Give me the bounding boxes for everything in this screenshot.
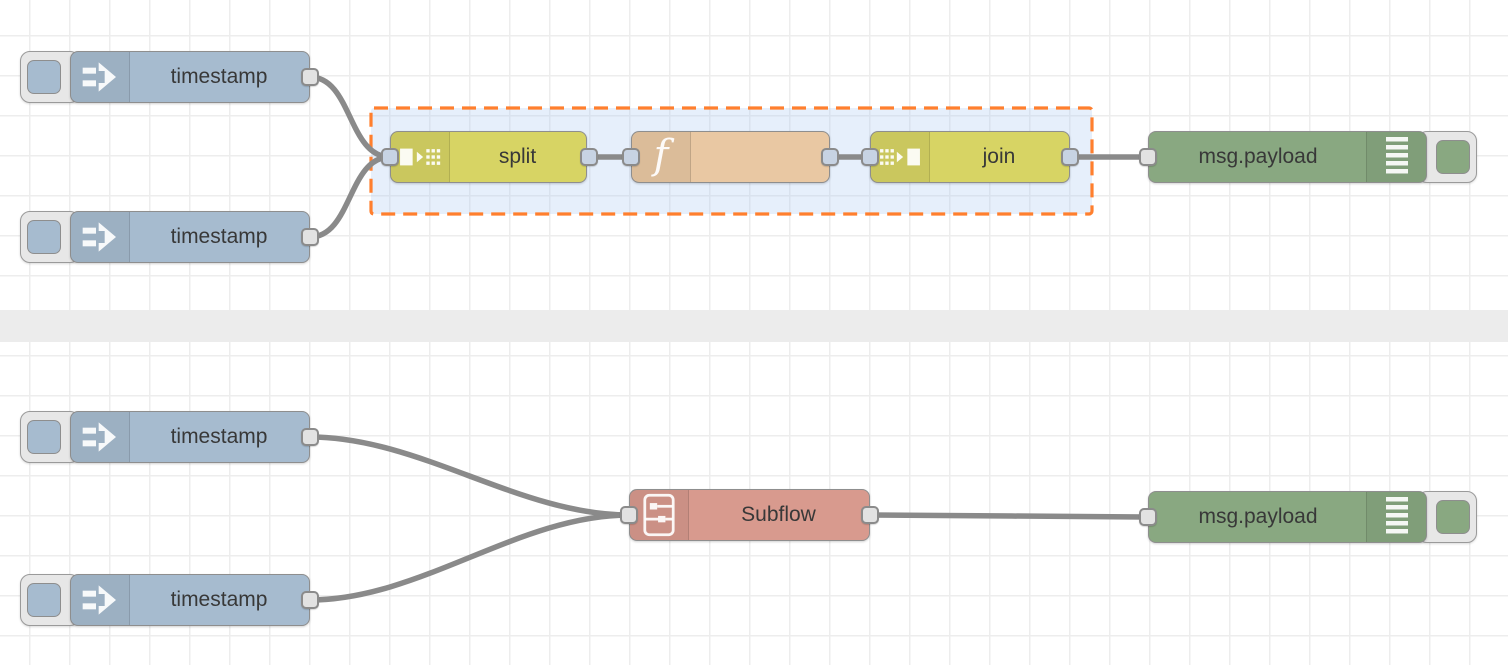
node-debug-1[interactable]: msg.payload [1148,131,1427,183]
split-icon [400,148,441,166]
inject-button-pad[interactable] [27,420,61,454]
port-in-split[interactable] [381,148,399,166]
wire-inject1-split[interactable] [307,74,393,160]
section-divider [0,310,1508,342]
debug-toggle-button[interactable] [1417,491,1477,543]
inject-button-pad[interactable] [27,583,61,617]
debug-list-icon [1385,137,1408,174]
wire-inject3-subflow[interactable] [307,434,632,518]
wire-subflow-debug2[interactable] [867,512,1151,520]
node-icon-strip: f [632,132,691,182]
node-inject-1[interactable]: timestamp [70,51,310,103]
port-out-inject1[interactable] [301,68,319,86]
node-label: join [982,145,1016,168]
port-out-split[interactable] [580,148,598,166]
port-in-join[interactable] [861,148,879,166]
subflow-icon [643,493,675,537]
inject-arrow-icon [82,62,116,92]
node-label: msg.payload [1198,505,1318,528]
node-label: split [498,145,537,168]
node-icon-strip [71,412,130,462]
node-function[interactable]: f [631,131,830,183]
debug-toggle-pad[interactable] [1436,140,1470,174]
node-subflow[interactable]: Subflow [629,489,870,541]
inject-arrow-icon [82,585,116,615]
port-out-inject2[interactable] [301,228,319,246]
node-inject-3[interactable]: timestamp [70,411,310,463]
node-icon-strip [871,132,930,182]
inject-arrow-icon [82,222,116,252]
port-out-subflow[interactable] [861,506,879,524]
function-f-icon: f [653,132,669,178]
node-split[interactable]: split [390,131,587,183]
node-join[interactable]: join [870,131,1070,183]
node-label: Subflow [741,503,816,526]
port-out-join[interactable] [1061,148,1079,166]
node-icon-strip [391,132,450,182]
node-debug-2[interactable]: msg.payload [1148,491,1427,543]
debug-toggle-button[interactable] [1417,131,1477,183]
node-label [690,132,829,182]
inject-button-pad[interactable] [27,60,61,94]
node-icon-strip [630,490,689,540]
node-label: timestamp [170,225,268,248]
node-inject-4[interactable]: timestamp [70,574,310,626]
node-icon-strip [1366,132,1426,182]
inject-arrow-icon [82,422,116,452]
port-out-function[interactable] [821,148,839,166]
wire-inject4-subflow[interactable] [307,512,632,603]
port-in-debug1[interactable] [1139,148,1157,166]
node-label: timestamp [170,588,268,611]
node-icon-strip [1366,492,1426,542]
join-icon [880,148,920,166]
node-inject-2[interactable]: timestamp [70,211,310,263]
port-out-inject4[interactable] [301,591,319,609]
debug-list-icon [1385,497,1408,534]
node-icon-strip [71,212,130,262]
node-icon-strip [71,575,130,625]
node-label: msg.payload [1198,145,1318,168]
port-in-subflow[interactable] [620,506,638,524]
node-label: timestamp [170,425,268,448]
port-out-inject3[interactable] [301,428,319,446]
port-in-debug2[interactable] [1139,508,1157,526]
inject-button-pad[interactable] [27,220,61,254]
wire-inject2-split[interactable] [307,154,393,240]
debug-toggle-pad[interactable] [1436,500,1470,534]
port-in-function[interactable] [622,148,640,166]
node-icon-strip [71,52,130,102]
node-label: timestamp [170,65,268,88]
